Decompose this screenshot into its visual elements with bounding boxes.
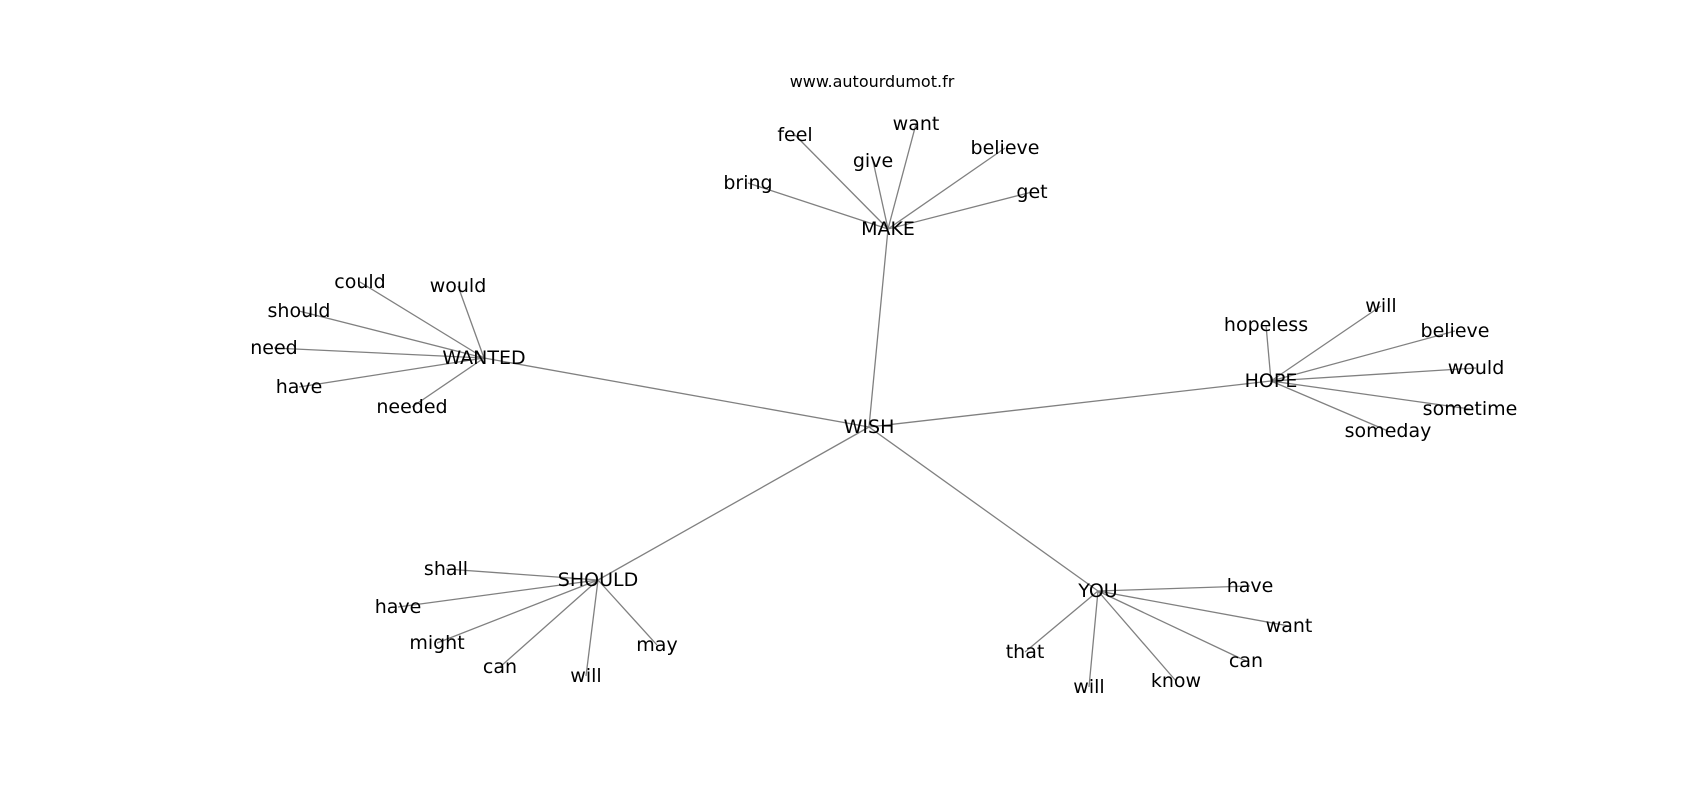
edge-make-to-feel <box>794 134 889 230</box>
site-url: www.autourdumot.fr <box>789 72 955 91</box>
edge-should-to-can <box>499 579 599 668</box>
related-word-give[interactable]: give <box>853 150 893 172</box>
related-word-will[interactable]: will <box>1365 295 1396 317</box>
related-word-may[interactable]: may <box>636 634 677 656</box>
related-word-have[interactable]: have <box>1227 575 1274 597</box>
related-word-want[interactable]: want <box>893 113 940 135</box>
related-word-needed[interactable]: needed <box>376 396 447 418</box>
edge-center-to-wanted <box>483 357 870 428</box>
edge-hope-to-someday <box>1270 380 1389 432</box>
related-word-might[interactable]: might <box>409 632 464 654</box>
related-word-have[interactable]: have <box>276 376 323 398</box>
related-word-need[interactable]: need <box>250 337 297 359</box>
edge-should-to-have <box>397 579 599 608</box>
hub-word-wanted[interactable]: WANTED <box>442 347 525 369</box>
edge-should-to-will <box>585 579 599 677</box>
edge-hope-to-believe <box>1270 330 1456 382</box>
related-word-will[interactable]: will <box>570 665 601 687</box>
edge-you-to-have <box>1097 585 1251 592</box>
edge-you-to-can <box>1097 590 1247 662</box>
related-word-sometime[interactable]: sometime <box>1423 398 1518 420</box>
edge-center-to-you <box>868 426 1099 592</box>
related-word-want[interactable]: want <box>1266 615 1313 637</box>
related-word-could[interactable]: could <box>334 271 385 293</box>
edge-center-to-hope <box>868 380 1272 428</box>
related-word-know[interactable]: know <box>1151 670 1201 692</box>
edge-should-to-might <box>436 579 599 644</box>
related-word-would[interactable]: would <box>430 275 487 297</box>
edge-hope-to-hopeless <box>1265 324 1272 382</box>
edge-wanted-to-would <box>457 285 485 359</box>
edge-make-to-get <box>887 191 1033 230</box>
hub-word-you[interactable]: YOU <box>1077 580 1117 602</box>
edge-hope-to-would <box>1270 367 1477 382</box>
edge-make-to-give <box>872 160 889 230</box>
edge-should-to-may <box>597 579 658 646</box>
related-word-believe[interactable]: believe <box>971 137 1040 159</box>
related-word-should[interactable]: should <box>268 300 331 322</box>
edge-center-to-should <box>597 426 870 581</box>
edge-you-to-that <box>1024 590 1099 653</box>
graph-labels: WISHMAKEbringfeelgivewantbelievegetWANTE… <box>250 113 1517 698</box>
related-word-believe[interactable]: believe <box>1421 320 1490 342</box>
related-word-would[interactable]: would <box>1448 357 1505 379</box>
related-word-shall[interactable]: shall <box>424 558 468 580</box>
related-word-can[interactable]: can <box>1229 650 1263 672</box>
edge-make-to-believe <box>887 147 1006 230</box>
hub-word-should[interactable]: SHOULD <box>558 569 638 591</box>
edge-hope-to-sometime <box>1270 380 1471 410</box>
edge-wanted-to-should <box>298 310 485 359</box>
related-word-feel[interactable]: feel <box>777 124 812 146</box>
edge-center-to-make <box>868 228 889 428</box>
edge-wanted-to-have <box>298 357 485 388</box>
related-word-get[interactable]: get <box>1016 181 1047 203</box>
edge-hope-to-will <box>1270 305 1382 382</box>
edge-wanted-to-need <box>273 347 485 359</box>
graph-edges <box>273 123 1477 688</box>
edge-you-to-will <box>1088 590 1099 688</box>
related-word-that[interactable]: that <box>1006 641 1045 663</box>
edge-wanted-to-needed <box>411 357 485 408</box>
related-word-can[interactable]: can <box>483 656 517 678</box>
edge-make-to-want <box>887 123 917 230</box>
hub-word-make[interactable]: MAKE <box>861 218 915 240</box>
related-word-bring[interactable]: bring <box>723 172 772 194</box>
edge-should-to-shall <box>445 568 599 581</box>
center-word[interactable]: WISH <box>844 416 895 438</box>
edge-you-to-know <box>1097 590 1177 682</box>
edge-wanted-to-could <box>359 281 485 359</box>
related-word-hopeless[interactable]: hopeless <box>1224 314 1308 336</box>
edge-make-to-bring <box>747 182 889 230</box>
related-word-will[interactable]: will <box>1073 676 1104 698</box>
related-word-have[interactable]: have <box>375 596 422 618</box>
edge-you-to-want <box>1097 590 1290 627</box>
related-word-someday[interactable]: someday <box>1345 420 1432 442</box>
hub-word-hope[interactable]: HOPE <box>1245 370 1298 392</box>
